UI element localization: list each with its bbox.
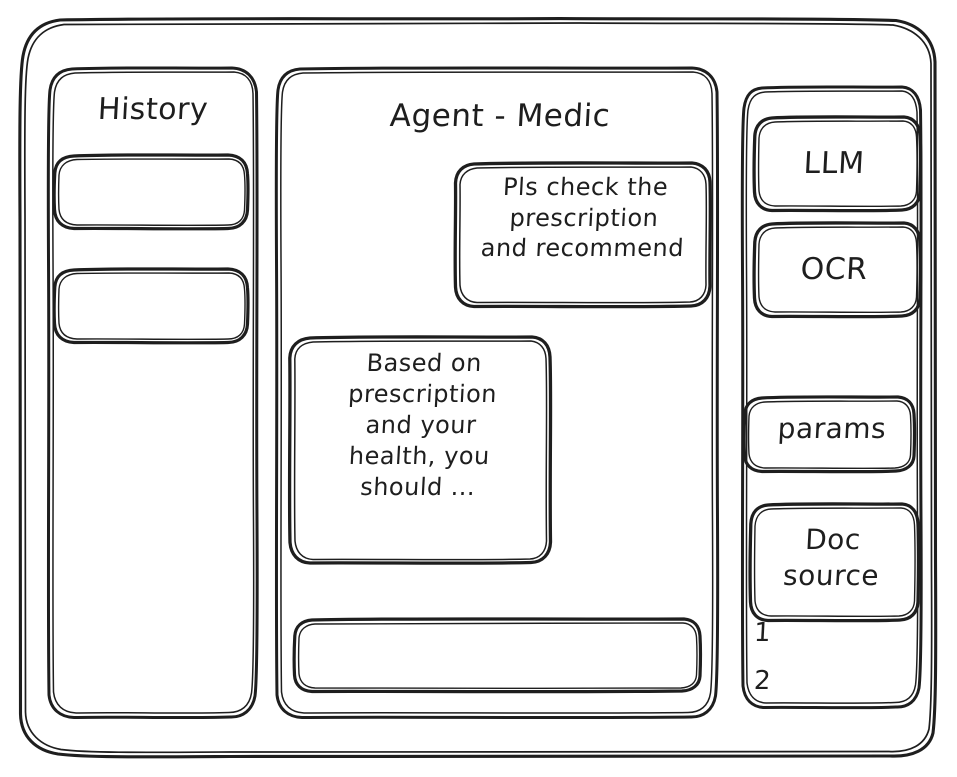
tools-panel-outline	[740, 85, 923, 710]
tool-params-outline[interactable]	[742, 395, 917, 474]
tool-ocr-outline[interactable]	[752, 221, 923, 319]
doc-source-item-1[interactable]: 1	[753, 618, 772, 648]
composer-input-outline[interactable]	[292, 617, 703, 694]
user-message-text: Pls check the prescription and recommend	[480, 173, 685, 263]
doc-source-item-2[interactable]: 2	[753, 666, 772, 696]
agent-message-text: Based on prescription and your health, y…	[347, 349, 498, 501]
tool-llm-outline[interactable]	[752, 115, 923, 213]
user-message-bubble-outline	[453, 161, 713, 309]
tool-ocr-label[interactable]: OCR	[799, 252, 869, 287]
tool-llm-label[interactable]: LLM	[802, 146, 866, 181]
agent-panel-title: Agent - Medic	[388, 98, 612, 134]
history-item-1-outline[interactable]	[52, 153, 250, 231]
history-item-2-outline[interactable]	[52, 267, 250, 345]
doc-source-outline[interactable]	[748, 502, 921, 623]
agent-message-bubble-outline	[287, 335, 553, 565]
window-frame	[18, 17, 938, 759]
tool-params-label[interactable]: params	[776, 412, 888, 445]
main-panel-outline	[274, 66, 720, 720]
history-panel-outline	[46, 66, 259, 720]
doc-source-label[interactable]: Doc source	[782, 523, 880, 593]
history-panel-title: History	[96, 92, 210, 127]
